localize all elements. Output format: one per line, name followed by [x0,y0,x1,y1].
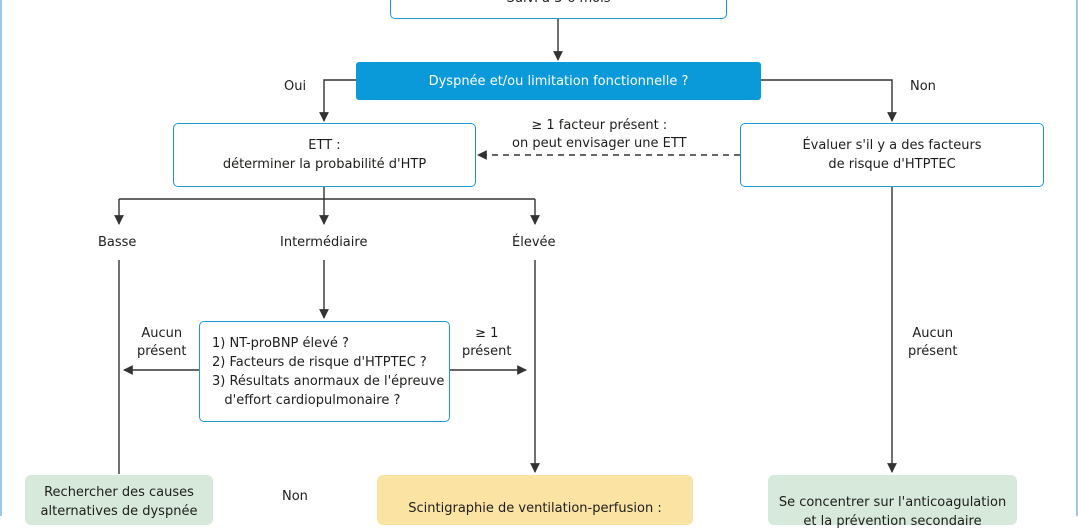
label-intermediate: Intermédiaire [280,235,368,250]
arrow-question-to-evaluate [760,79,897,122]
alt-causes-line-1: Rechercher des causes [44,485,194,500]
label-factor-present: ≥ 1 facteur présent : on peut envisager … [512,117,687,153]
evaluate-line-2: de risque d'HTPTEC [828,157,956,172]
anticoag-line-1: Se concentrer sur l'anticoagulation [778,495,1007,510]
ett-line-2: déterminer la probabilité d'HTP [222,157,427,172]
flowchart-connectors [114,19,897,474]
ett-box: ETT : déterminer la probabilité d'HTP [173,123,476,187]
label-high: Élevée [512,235,556,250]
label-ge1-line-1: ≥ 1 [475,326,499,341]
checks-box: 1) NT-proBNP élevé ? 2) Facteurs de risq… [199,321,450,422]
check-item-3: 3) Résultats anormaux de l'épreuve [212,373,445,389]
label-none-right-line-2: présent [908,344,958,359]
label-ge1-present: ≥ 1 présent [462,325,511,361]
label-no-bottom: Non [282,489,308,504]
alt-causes-box: Rechercher des causes alternatives de dy… [25,475,213,525]
label-none-present-left: Aucun présent [137,325,186,361]
label-none-left-line-2: présent [137,344,187,359]
label-yes: Oui [284,79,307,94]
question-text: Dyspnée et/ou limitation fonctionnelle ? [428,73,689,89]
anticoag-box: Se concentrer sur l'anticoagulation et l… [768,475,1017,529]
label-factor-present-line-1: ≥ 1 facteur présent : [531,118,668,133]
check-item-2: 2) Facteurs de risque d'HTPTEC ? [212,354,427,370]
label-no: Non [910,79,936,94]
check-item-1: 1) NT-proBNP élevé ? [212,335,349,351]
question-box: Dyspnée et/ou limitation fonctionnelle ? [356,62,761,100]
label-low: Basse [98,235,137,250]
label-none-right-line-1: Aucun [912,326,954,341]
label-none-present-right: Aucun présent [908,325,957,361]
check-item-3-cont: d'effort cardiopulmonaire ? [212,392,401,408]
ett-line-1: ETT : [308,138,341,153]
evaluate-box: Évaluer s'il y a des facteurs de risque … [740,123,1044,187]
page-frame [0,0,1078,516]
evaluate-line-1: Évaluer s'il y a des facteurs [802,138,982,153]
label-factor-present-line-2: on peut envisager une ETT [512,136,687,151]
alt-causes-line-2: alternatives de dyspnée [40,504,198,519]
scintigraphy-box: Scintigraphie de ventilation-perfusion : [377,475,693,525]
label-none-left-line-1: Aucun [141,326,183,341]
arrow-question-to-ett [319,79,356,122]
anticoag-line-2: et la prévention secondaire [803,514,982,529]
label-ge1-line-2: présent [462,344,512,359]
scintigraphy-text: Scintigraphie de ventilation-perfusion : [408,501,662,516]
followup-text: Suivi à 3-6 mois [506,0,610,8]
followup-box: Suivi à 3-6 mois [390,0,727,19]
